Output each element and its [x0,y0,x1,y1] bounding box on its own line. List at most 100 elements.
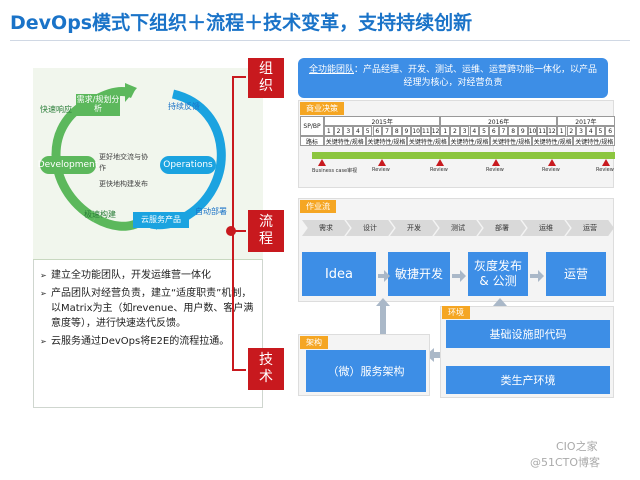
month-cell: 2 [450,126,460,136]
roadmap-progress-bar [312,152,615,159]
feature-cell: 关键特性/规格 [531,136,574,146]
month-cell: 6 [372,126,383,136]
milestone-label: Review [596,167,614,173]
month-cell: 10 [527,126,538,136]
milestone-marker [492,159,500,166]
flow-box-agile: 敏捷开发 [388,252,450,296]
arrow-up-head-right [493,298,507,306]
month-cell: 1 [440,126,451,136]
year-header: 2016年 [440,116,557,126]
infrastructure-as-code-box: 基础设施即代码 [446,320,610,348]
flow-stage-chevron: 设计 [346,220,394,236]
row-header-roadmap: 路标 [300,136,324,146]
tab-process-label: 流 程 [259,214,273,247]
page-title: DevOps模式下组织＋流程＋技术变革，支持持续创新 [10,12,473,34]
flow-stage-chevron: 需求 [302,220,350,236]
month-cell: 6 [488,126,499,136]
development-circle: Development [38,156,98,174]
feature-cell: 关键特性/规格 [490,136,532,146]
red-connector-top [232,76,246,78]
arrow-env-arch-shaft [432,352,444,358]
tab-technology: 技 术 [248,348,284,390]
milestone-label: Review [542,167,560,173]
month-cell: 5 [479,126,489,136]
month-cell: 3 [459,126,470,136]
flow-box-operations: 运营 [546,252,606,296]
label-fast-build: 极速构建 [84,210,116,219]
bullet-item: 云服务通过DevOps将E2E的流程拉通。 [40,334,258,349]
biz-section-tab: 商业决策 [300,102,344,115]
month-cell: 4 [585,126,596,136]
month-cell: 2 [333,126,344,136]
month-cell: 12 [430,126,441,136]
red-connector-node [226,226,236,236]
ops-loop-arc-right [171,89,226,222]
requirements-box: 需求/规划分析 [76,94,120,116]
label-center-release: 更快地构建发布 [99,180,148,188]
month-cell: 2 [566,126,577,136]
month-cell: 1 [324,126,334,136]
month-cell: 3 [576,126,586,136]
label-center-communication: 更好地交流与协 [99,153,148,161]
flow-stage-chevron: 测试 [434,220,482,236]
month-cell: 9 [401,126,412,136]
month-cell: 7 [382,126,392,136]
month-cell: 7 [498,126,509,136]
flow-box-idea: Idea [302,252,376,296]
flow-stage-chevron: 开发 [390,220,438,236]
flow-stage-chevron: 运维 [522,220,570,236]
red-connector-middle [232,230,246,232]
tab-process: 流 程 [248,210,284,252]
arrow-up-head-left [376,298,390,306]
label-auto-deploy: 自动部署 [195,207,227,216]
month-cell: 8 [391,126,402,136]
label-continuous-feedback: 持续反馈 [168,102,200,111]
env-section-tab: 环境 [442,306,470,319]
year-header: 2017年 [556,116,615,126]
flow-stage-chevron: 运营 [566,220,614,236]
feature-cell: 关键特性/规格 [448,136,491,146]
month-cell: 10 [411,126,421,136]
red-connector-bottom [232,369,246,371]
bullet-item: 建立全功能团队，开发运维营一体化 [40,268,258,283]
milestone-marker [602,159,610,166]
title-divider [10,40,630,41]
org-description-text: ：产品经理、开发、测试、运维、运营跨功能一体化，以产品经理为核心，对经营负责 [354,65,598,88]
month-cell: 9 [518,126,528,136]
milestone-marker [318,159,326,166]
month-cell: 6 [605,126,615,136]
month-cell: 4 [353,126,363,136]
feature-cell: 关键特性/规格 [573,136,615,146]
arrow-agile-gray [452,270,466,282]
milestone-label: Review [486,167,504,173]
feature-cell: 关键特性/规格 [407,136,449,146]
month-cell: 5 [362,126,373,136]
arch-section-tab: 架构 [300,336,328,349]
milestone-label: Review [372,167,390,173]
milestone-marker [436,159,444,166]
prod-like-environment-box: 类生产环境 [446,366,610,394]
dev-arrow-head [125,83,137,102]
year-header: 2015年 [324,116,441,126]
watermark-line1: CIO之家 [556,440,598,453]
month-cell: 4 [469,126,480,136]
month-cell: 11 [537,126,548,136]
flow-box-gray-release: 灰度发布 & 公测 [468,252,528,296]
flow-section-tab: 作业流 [300,200,336,213]
milestone-marker [548,159,556,166]
milestone-label: Review [430,167,448,173]
month-cell: 8 [508,126,518,136]
month-cell: 5 [595,126,606,136]
milestone-label: Business case审视 [312,168,358,174]
arrow-idea-agile [378,270,390,282]
row-header-spbp: SP/BP [300,116,324,136]
watermark-line2: @51CTO博客 [530,456,601,469]
month-cell: 12 [547,126,557,136]
org-description-box: 全功能团队：产品经理、开发、测试、运维、运营跨功能一体化，以产品经理为核心，对经… [298,58,608,98]
tab-organization-label: 组 织 [259,61,273,94]
arrow-env-arch-head [426,348,434,362]
operations-circle: Operations [160,156,216,174]
bullet-list: 建立全功能团队，开发运维营一体化 产品团队对经营负责，建立“适度职责”机制，以M… [40,268,258,352]
cloud-product-box: 云服务产品 [133,212,189,228]
month-cell: 11 [421,126,431,136]
